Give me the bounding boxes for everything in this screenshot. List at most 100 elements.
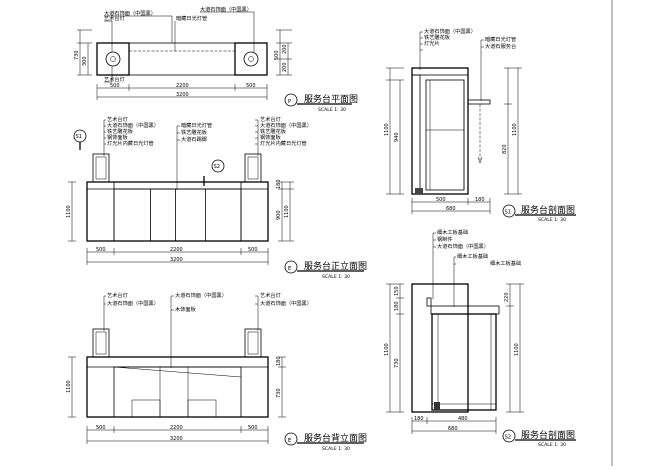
s1-dim-left-1100: 1100	[384, 123, 390, 136]
back-dim-2200: 2200	[170, 425, 183, 431]
plan-view-marker	[284, 93, 298, 107]
s2-scale: SCALE 1: 30	[538, 442, 566, 448]
plan-scale: SCALE 1: 30	[318, 107, 346, 113]
front-dim-500a: 500	[96, 247, 106, 253]
s1-title: 服务台剖面图	[521, 204, 575, 216]
front-iron-carving-panel	[113, 188, 242, 242]
svg-text:P: P	[288, 99, 291, 105]
front-label-r5: 灯光片内藏日光灯管	[260, 139, 307, 147]
s2-label-3: 大道石饰面（中国黑）	[437, 242, 489, 250]
plan-dim-3200: 3200	[176, 92, 189, 98]
s2-counter-shelf	[430, 305, 500, 315]
svg-text:E: E	[288, 438, 291, 444]
front-dim-left-1100: 1100	[66, 205, 72, 218]
s2-label-1: 细木工板基础	[437, 228, 468, 236]
back-lamp-left	[92, 328, 110, 358]
front-view-marker	[284, 260, 298, 274]
back-wood-panel	[113, 366, 242, 418]
section-s2: 细木工板基础 钢制件 大道石饰面（中国黑） 细木工板基础 细木工板基础 180 …	[384, 228, 576, 448]
s1-dim-right-820: 820	[502, 144, 508, 154]
front-label-l3: 铁艺雕花板	[107, 127, 134, 135]
section-s1: 大道石饰面（中国黑） 铁艺雕花板 灯光片 暗藏日光灯管 大道石服务台 500 1…	[384, 27, 576, 223]
s1-label-2: 铁艺雕花板	[424, 33, 451, 41]
back-dim-right-180: 180	[276, 356, 282, 366]
svg-text:S1: S1	[76, 134, 83, 140]
front-elevation: 艺术台灯 大道石饰面（中国黑） 铁艺雕花板 钢饰面板 灯光片内藏日光灯管 暗藏日…	[66, 115, 367, 280]
s2-title: 服务台剖面图	[521, 429, 575, 441]
front-label-l4: 钢饰面板	[107, 133, 129, 141]
back-scale: SCALE 1: 30	[322, 446, 350, 452]
s2-dim-180: 180	[414, 416, 424, 422]
svg-text:S1: S1	[505, 210, 512, 216]
plan-dim-right-500: 500	[274, 50, 280, 60]
s1-label-3: 灯光片	[424, 39, 440, 47]
plan-dim-left-300: 300	[82, 56, 88, 66]
plan-dim-500b: 500	[246, 83, 256, 89]
plan-title: 服务台平面图	[304, 93, 358, 105]
front-title: 服务台正立面图	[304, 260, 367, 272]
s1-view-marker	[502, 204, 516, 218]
s2-dim-left-150: 150	[394, 286, 400, 296]
right-pedestal-plan	[234, 42, 268, 76]
s2-dim-left-180: 180	[394, 301, 400, 311]
lamp-symbol-left	[105, 51, 121, 67]
front-label-m3: 大道石踢脚	[181, 135, 207, 143]
s1-dim-500: 500	[436, 197, 446, 203]
plan-label-3: 大道石饰面（中国黑）	[200, 5, 252, 13]
front-label-r1: 艺术台灯	[260, 115, 281, 123]
front-label-l1: 艺术台灯	[107, 115, 128, 123]
front-lamp-right	[244, 153, 262, 183]
front-dim-500b: 500	[248, 247, 258, 253]
back-dim-left-1100: 1100	[66, 380, 72, 393]
plan-dim-2200: 2200	[176, 83, 189, 89]
s2-dim-680: 680	[448, 426, 458, 432]
front-label-l5: 灯光片内藏日光灯管	[107, 139, 154, 147]
front-label-r2: 大道石饰面（中国黑）	[260, 121, 312, 129]
back-label-r1: 艺术台灯	[260, 291, 281, 299]
plan-dim-right-200a: 200	[282, 44, 288, 54]
back-label-m1: 大道石饰面（中国黑）	[175, 291, 227, 299]
front-label-r3: 铁艺雕花板	[260, 127, 287, 135]
s2-dim-480: 480	[458, 416, 468, 422]
back-dim-3200: 3200	[170, 436, 183, 442]
s1-label-5: 大道石服务台	[485, 42, 516, 50]
front-dim-right-1100: 1100	[284, 205, 290, 218]
front-label-r4: 钢饰面板	[260, 133, 282, 141]
s2-dim-left-730: 730	[394, 358, 400, 368]
counter-top-plan	[96, 42, 268, 76]
front-label-m1: 暗藏日光灯管	[181, 121, 212, 129]
left-pedestal-plan	[96, 42, 130, 76]
plan-label-4: 暗藏日光灯管	[176, 14, 207, 22]
plan-dim-right-200b: 200	[282, 62, 288, 72]
svg-text:E: E	[288, 266, 291, 272]
front-dim-right-900: 900	[276, 210, 282, 220]
s2-dim-right-220: 220	[504, 292, 510, 302]
s2-label-5: 细木工板基础	[490, 259, 521, 267]
svg-text:S2: S2	[214, 164, 221, 170]
back-label-l2: 大道石饰面（中国黑）	[107, 299, 159, 307]
plan-label-2: 艺术台灯	[104, 14, 125, 22]
plan-label-1: 大道石饰面（中国黑）	[104, 9, 156, 17]
back-title: 服务台背立面图	[304, 432, 367, 444]
s2-dim-right-1100: 1100	[514, 343, 520, 356]
plan-dim-left-730: 730	[74, 50, 80, 60]
s2-label-4: 细木工板基础	[457, 252, 488, 260]
plan-label-5: 艺术台灯	[104, 75, 125, 83]
front-lamp-left	[92, 153, 110, 183]
front-label-m2: 铁艺雕花板	[181, 128, 208, 136]
front-dim-right-180: 180	[276, 179, 282, 189]
s1-stone-top	[411, 67, 469, 76]
s1-label-1: 大道石饰面（中国黑）	[424, 27, 476, 35]
svg-text:S2: S2	[505, 435, 512, 441]
back-dim-right-730: 730	[276, 388, 282, 398]
front-label-l2: 大道石饰面（中国黑）	[107, 121, 159, 129]
s1-dim-right-1100: 1100	[512, 123, 518, 136]
back-elevation: 艺术台灯 大道石饰面（中国黑） 大道石饰面（中国黑） 木饰面板 艺术台灯 大道石…	[66, 291, 367, 452]
back-dim-500b: 500	[248, 425, 258, 431]
plan-view: 大道石饰面（中国黑） 艺术台灯 大道石饰面（中国黑） 暗藏日光灯管 艺术台灯 5…	[74, 5, 358, 113]
s1-scale: SCALE 1: 30	[538, 217, 566, 223]
s2-label-2: 钢制件	[437, 235, 453, 243]
s2-stone-body	[411, 283, 469, 413]
back-label-m2: 木饰面板	[175, 305, 197, 313]
